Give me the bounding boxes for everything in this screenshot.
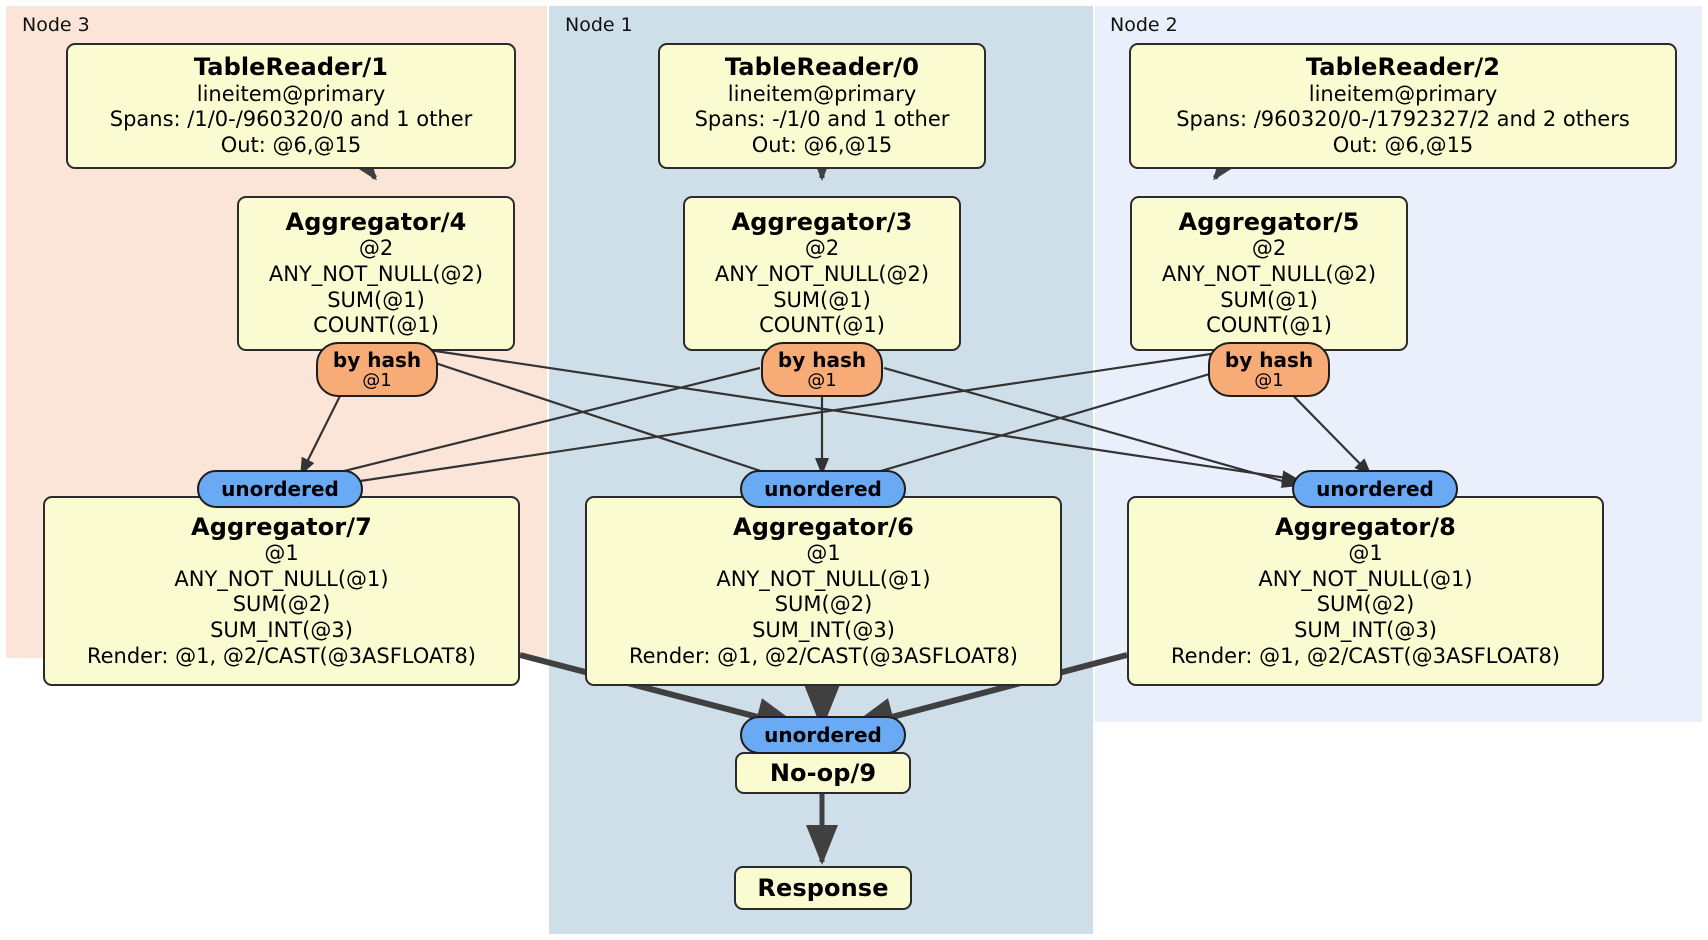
processor-table-reader-1[interactable]: TableReader/1 lineitem@primary Spans: /1… xyxy=(66,43,516,169)
processor-line: SUM(@2) xyxy=(774,592,873,617)
processor-line: ANY_NOT_NULL(@2) xyxy=(268,262,484,287)
processor-line: SUM_INT(@3) xyxy=(1294,617,1437,642)
processor-aggregator-4[interactable]: Aggregator/4 @2 ANY_NOT_NULL(@2) SUM(@1)… xyxy=(237,196,515,351)
processor-aggregator-5[interactable]: Aggregator/5 @2 ANY_NOT_NULL(@2) SUM(@1)… xyxy=(1130,196,1408,351)
processor-title: Aggregator/6 xyxy=(733,512,914,541)
processor-line: SUM(@2) xyxy=(1316,592,1415,617)
processor-title: Aggregator/5 xyxy=(1178,208,1360,237)
processor-line: lineitem@primary xyxy=(1308,81,1498,106)
processor-line: ANY_NOT_NULL(@2) xyxy=(1161,262,1377,287)
router-label: by hash xyxy=(777,347,867,372)
node-label-node3: Node 3 xyxy=(22,14,90,36)
router-sublabel: @1 xyxy=(807,369,837,391)
processor-line: Render: @1, @2/CAST(@3ASFLOAT8) xyxy=(1170,643,1561,668)
processor-title: Aggregator/8 xyxy=(1275,512,1456,541)
router-label: by hash xyxy=(1224,347,1314,372)
router-sublabel: @1 xyxy=(1254,369,1284,391)
processor-line: @2 xyxy=(804,236,840,261)
processor-line: ANY_NOT_NULL(@1) xyxy=(1258,566,1473,591)
processor-line: Out: @6,@15 xyxy=(220,132,362,157)
processor-line: ANY_NOT_NULL(@1) xyxy=(716,566,931,591)
processor-aggregator-7[interactable]: Aggregator/7 @1 ANY_NOT_NULL(@1) SUM(@2)… xyxy=(43,496,520,686)
processor-aggregator-6[interactable]: Aggregator/6 @1 ANY_NOT_NULL(@1) SUM(@2)… xyxy=(585,496,1062,686)
processor-line: SUM(@1) xyxy=(327,287,425,312)
processor-line: ANY_NOT_NULL(@2) xyxy=(714,262,930,287)
processor-line: Out: @6,@15 xyxy=(1332,132,1474,157)
processor-line: Out: @6,@15 xyxy=(751,132,893,157)
processor-aggregator-3[interactable]: Aggregator/3 @2 ANY_NOT_NULL(@2) SUM(@1)… xyxy=(683,196,961,351)
processor-table-reader-0[interactable]: TableReader/0 lineitem@primary Spans: -/… xyxy=(658,43,986,169)
processor-title: TableReader/1 xyxy=(193,53,389,82)
processor-line: ANY_NOT_NULL(@1) xyxy=(174,566,389,591)
synchronizer-unordered-left[interactable]: unordered xyxy=(197,470,363,508)
processor-line: @1 xyxy=(1348,541,1383,566)
processor-line: @2 xyxy=(358,236,394,261)
processor-line: @1 xyxy=(264,541,299,566)
processor-title: Response xyxy=(757,873,889,902)
processor-line: Render: @1, @2/CAST(@3ASFLOAT8) xyxy=(628,643,1019,668)
processor-line: @1 xyxy=(806,541,841,566)
processor-no-op-9[interactable]: No-op/9 xyxy=(735,752,911,794)
synchronizer-unordered-center[interactable]: unordered xyxy=(740,470,906,508)
processor-line: @2 xyxy=(1251,236,1287,261)
synchronizer-unordered-final[interactable]: unordered xyxy=(740,716,906,754)
router-label: by hash xyxy=(332,347,422,372)
processor-line: Spans: /960320/0-/1792327/2 and 2 others xyxy=(1176,107,1630,132)
processor-line: Spans: /1/0-/960320/0 and 1 other xyxy=(109,107,473,132)
router-sublabel: @1 xyxy=(362,369,392,391)
router-by-hash-aggregator-3[interactable]: by hash @1 xyxy=(761,342,883,397)
processor-line: SUM(@1) xyxy=(773,287,871,312)
processor-line: Render: @1, @2/CAST(@3ASFLOAT8) xyxy=(86,643,477,668)
synchronizer-label: unordered xyxy=(764,723,882,747)
processor-line: COUNT(@1) xyxy=(313,313,439,338)
processor-line: SUM_INT(@3) xyxy=(210,617,353,642)
node-label-node2: Node 2 xyxy=(1110,14,1178,36)
synchronizer-label: unordered xyxy=(1316,477,1434,501)
router-by-hash-aggregator-4[interactable]: by hash @1 xyxy=(316,342,438,397)
processor-line: COUNT(@1) xyxy=(759,313,885,338)
processor-line: SUM_INT(@3) xyxy=(752,617,895,642)
processor-line: Spans: -/1/0 and 1 other xyxy=(694,107,950,132)
processor-response[interactable]: Response xyxy=(734,866,912,910)
synchronizer-unordered-right[interactable]: unordered xyxy=(1292,470,1458,508)
processor-title: TableReader/0 xyxy=(724,53,920,82)
processor-line: SUM(@2) xyxy=(232,592,331,617)
processor-line: SUM(@1) xyxy=(1220,287,1318,312)
processor-title: Aggregator/3 xyxy=(731,208,913,237)
processor-line: COUNT(@1) xyxy=(1206,313,1332,338)
router-by-hash-aggregator-5[interactable]: by hash @1 xyxy=(1208,342,1330,397)
processor-table-reader-2[interactable]: TableReader/2 lineitem@primary Spans: /9… xyxy=(1129,43,1677,169)
processor-line: lineitem@primary xyxy=(727,81,917,106)
processor-title: No-op/9 xyxy=(769,758,877,787)
processor-aggregator-8[interactable]: Aggregator/8 @1 ANY_NOT_NULL(@1) SUM(@2)… xyxy=(1127,496,1604,686)
processor-line: lineitem@primary xyxy=(196,81,386,106)
processor-title: Aggregator/7 xyxy=(191,512,372,541)
synchronizer-label: unordered xyxy=(221,477,339,501)
processor-title: TableReader/2 xyxy=(1305,53,1501,82)
synchronizer-label: unordered xyxy=(764,477,882,501)
node-label-node1: Node 1 xyxy=(565,14,633,36)
processor-title: Aggregator/4 xyxy=(285,208,467,237)
